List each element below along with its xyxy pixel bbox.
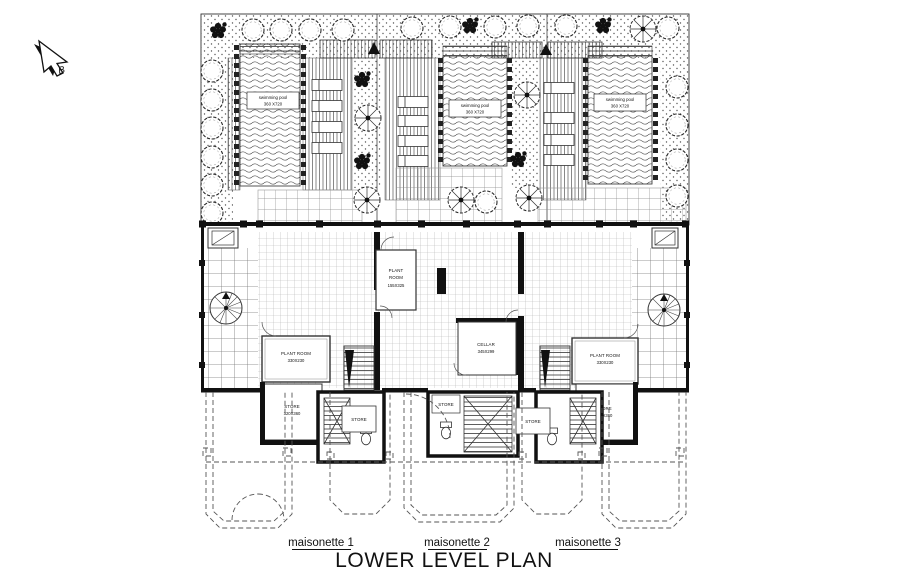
room-name: PLANT ROOM [281,351,311,356]
planting-courtyard-2 [510,58,540,188]
plan-annotations: maisonette 1 maisonette 2 maisonette 3 L… [288,537,621,572]
door-arc [505,309,519,323]
room-dimension: 345X299 [478,349,495,354]
store-small-right: STORE [515,407,551,435]
core-maisonette-2: STORE [426,390,520,458]
swimming-pool-1: swimming pool 360 X720 [234,43,306,187]
room-plant-right: PLANT ROOM 330X230 [571,323,639,385]
garden-terrace: swimming pool 360 X720 swimming pool 360… [200,13,690,226]
facade-dashed-outline [202,392,687,529]
cursor-letter: B [57,65,66,77]
room-cellar: CELLAR 345X299 [453,318,521,376]
door-arc [623,323,639,339]
room-name: STORE [351,417,367,422]
pool-label: swimming pool [461,103,489,108]
stair-arrow-icon [368,42,380,54]
building-lower-level: PLANT ROOM 155X325 CELLAR 345X299 PLANT … [199,220,690,464]
stair-arrow-icon [540,44,552,55]
room-dimension: 330X230 [288,358,305,363]
pool-dimension: 360 X720 [264,102,283,107]
door-arc [380,236,395,251]
room-store-left: STORE 320X360 [260,382,323,445]
room-dimension: 330X230 [597,360,614,365]
door-arc [379,305,393,319]
unit-label-1: maisonette 1 [288,537,354,549]
unit-label-2: maisonette 2 [424,537,490,549]
swimming-pool-2: swimming pool 360 X720 [438,45,512,167]
spiral-stair-left [209,291,243,325]
room-dimension: 155X325 [388,283,405,288]
pool-label: swimming pool [259,95,287,100]
unit-label-3: maisonette 3 [555,537,621,549]
door-arc [453,362,467,376]
planting-strip-left [201,58,233,225]
pool-dimension: 360 X720 [611,104,630,109]
room-dimension: 320X360 [596,413,613,418]
room-name: STORE [284,404,300,409]
store-small-left: STORE [341,405,377,433]
room-name: PLANT [389,268,404,273]
room-name: PLANT ROOM [590,353,620,358]
pool-label: swimming pool [606,97,634,102]
exterior-walls [201,222,689,393]
lightwell-left [207,227,239,249]
room-name: STORE [525,419,541,424]
lightwell-right [651,227,679,249]
cursor-icon: B [34,39,69,77]
swimming-pool-3: swimming pool 360 X720 [583,45,658,185]
room-name: STORE [596,406,612,411]
room-plant-mid: PLANT ROOM 155X325 [375,236,417,311]
room-plant-left: PLANT ROOM 330X230 [261,321,331,383]
stair-maisonette-1 [343,345,375,391]
stair-maisonette-3 [539,345,571,391]
room-name: STORE [438,402,454,407]
page-title: LOWER LEVEL PLAN [335,549,553,572]
room-name: ROOM [389,275,403,280]
spiral-stair-right [647,293,681,327]
door-arc [261,321,277,337]
patio-paving [257,167,687,225]
room-name: CELLAR [477,342,495,347]
wall-piers [199,220,690,368]
pool-dimension: 360 X720 [466,110,485,115]
